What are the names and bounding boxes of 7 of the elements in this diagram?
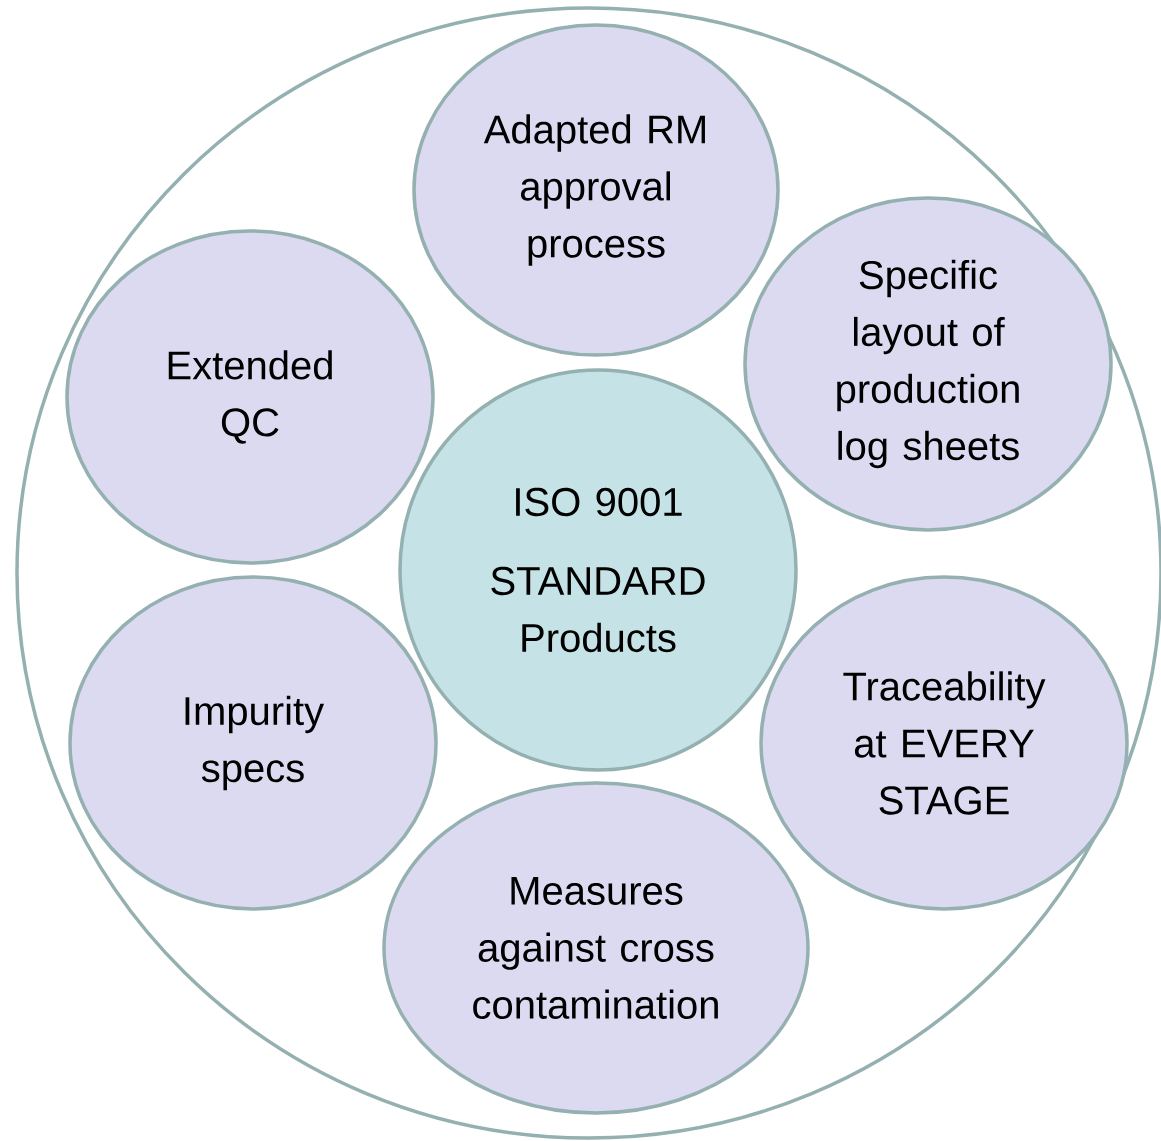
circle-node: Specific layout of production log sheets: [743, 196, 1113, 532]
circle-node: Adapted RM approval process: [412, 23, 780, 357]
circle-node: Impurity specs: [68, 575, 438, 911]
circle-node: ISO 9001 STANDARD Products: [398, 368, 798, 772]
circle-node: Traceability at EVERY STAGE: [759, 575, 1129, 911]
circle-node: Measures against cross contamination: [382, 781, 810, 1115]
circle-node: Extended QC: [65, 229, 435, 565]
